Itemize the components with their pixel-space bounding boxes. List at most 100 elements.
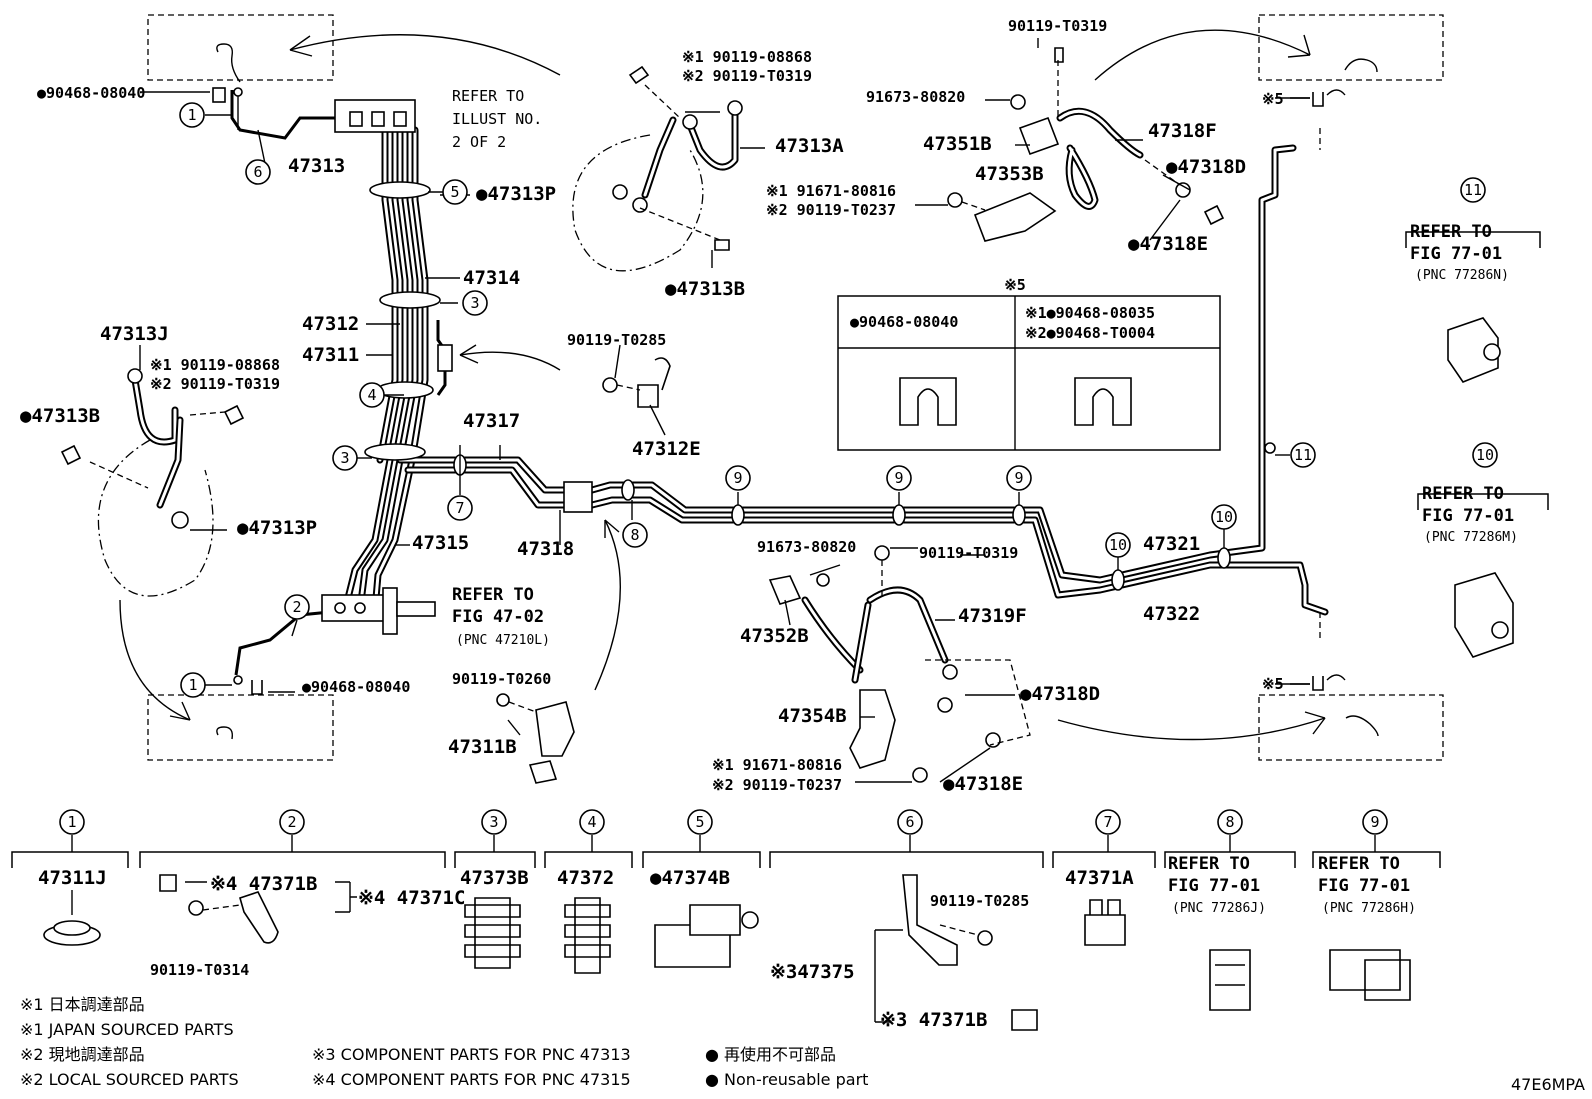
bottom-label-6-bolt: 90119-T0285 <box>930 892 1029 910</box>
bottom-callout-3: 3 <box>489 813 498 831</box>
bracket-47312e <box>602 357 671 408</box>
note-1-en: ※1 JAPAN SOURCED PARTS <box>20 1020 234 1039</box>
label-47313a: 47313A <box>775 135 844 157</box>
table-5-title: ※5 <box>1004 276 1026 294</box>
callout-3a: 3 <box>470 294 479 312</box>
callout-2: 2 <box>292 598 301 616</box>
pn-t0319-bot: 90119-T0319 <box>919 544 1018 562</box>
bottom-label-6: ※347375 <box>770 961 855 983</box>
bottom-callout-9: 9 <box>1370 813 1379 831</box>
bottom-label-9-fig: FIG 77-01 <box>1318 876 1410 896</box>
table-5-left-pn: ●90468-08040 <box>850 313 958 331</box>
pn-91673-top: 91673-80820 <box>866 88 965 106</box>
bottom-label-2-extra: ※4 47371C <box>358 887 465 909</box>
callout-3b: 3 <box>340 449 349 467</box>
bottom-label-3: 47373B <box>460 867 529 889</box>
label-47322: 47322 <box>1143 603 1200 625</box>
table-5-right-pn2: ※2●90468-T0004 <box>1025 324 1155 342</box>
detail-box-bottom-left <box>147 694 334 761</box>
note-2-en: ※2 LOCAL SOURCED PARTS <box>20 1070 239 1089</box>
callout-4: 4 <box>367 386 376 404</box>
flow-arrows <box>119 29 1326 741</box>
detail-box-bottom-right <box>1258 694 1444 761</box>
label-47319f: 47319F <box>958 605 1027 627</box>
label-47318d-bot: ●47318D <box>1020 683 1100 705</box>
bottom-label-8-fig: FIG 77-01 <box>1168 876 1260 896</box>
pipe-bundle <box>341 126 429 614</box>
refer-fig47-line2: FIG 47-02 <box>452 607 544 627</box>
pn-star5-a: ※5 <box>1262 90 1284 108</box>
callout-9c: 9 <box>1014 469 1023 487</box>
bottom-callout-4: 4 <box>587 813 596 831</box>
refer-fig47-line3: (PNC 47210L) <box>456 633 550 648</box>
hose-47319f <box>768 545 1031 783</box>
bottom-callout-2: 2 <box>287 813 296 831</box>
label-47312e: 47312E <box>632 438 701 460</box>
pn-bolt-a2: ※2 90119-T0319 <box>682 67 812 85</box>
callout-1a: 1 <box>187 106 196 124</box>
callout-6: 6 <box>253 163 262 181</box>
pn-91671-top2: ※2 90119-T0237 <box>766 201 896 219</box>
clip-top-left <box>212 87 243 130</box>
detail-box-top-left <box>147 14 334 83</box>
pn-bolt-j1: ※1 90119-08868 <box>150 356 280 374</box>
pn-clip-bl: ●90468-08040 <box>302 678 410 696</box>
callout-9a: 9 <box>733 469 742 487</box>
refer-illust-line2: ILLUST NO. <box>452 110 542 128</box>
bottom-label-8-pnc: (PNC 77286J) <box>1172 901 1266 916</box>
label-47321: 47321 <box>1143 533 1200 555</box>
pn-91671-bot2: ※2 90119-T0237 <box>712 776 842 794</box>
callout-5: 5 <box>450 183 459 201</box>
pn-t0260: 90119-T0260 <box>452 670 551 688</box>
refer-10-line3: (PNC 77286M) <box>1424 530 1518 545</box>
bottom-callout-5: 5 <box>695 813 704 831</box>
callout-10b: 10 <box>1215 508 1233 526</box>
pn-star5-b: ※5 <box>1262 675 1284 693</box>
refer-fig47-line1: REFER TO <box>452 585 534 605</box>
label-47352b: 47352B <box>740 625 809 647</box>
bottom-label-5: ●47374B <box>650 867 730 889</box>
hose-47313j <box>60 368 245 597</box>
refer-11-line1: REFER TO <box>1410 222 1492 242</box>
bottom-label-6-extra: ※3 47371B <box>880 1009 987 1031</box>
label-47314: 47314 <box>463 267 520 289</box>
bottom-callout-6: 6 <box>905 813 914 831</box>
clip-bottom-right <box>1290 674 1346 691</box>
label-47311b: 47311B <box>448 736 517 758</box>
refer-11-line2: FIG 77-01 <box>1410 244 1502 264</box>
bottom-label-7: 47371A <box>1065 867 1134 889</box>
note-4: ※4 COMPONENT PARTS FOR PNC 47315 <box>312 1070 631 1089</box>
refer-10-line2: FIG 77-01 <box>1422 506 1514 526</box>
pipe-lower-left <box>234 610 331 676</box>
pn-bolt-j2: ※2 90119-T0319 <box>150 375 280 393</box>
bottom-callout-8: 8 <box>1225 813 1234 831</box>
label-47313p-left: ●47313P <box>237 517 317 539</box>
bottom-label-2: ※4 47371B <box>210 873 317 895</box>
note-2-jp: ※2 現地調達部品 <box>20 1045 145 1064</box>
label-47313: 47313 <box>288 155 345 177</box>
refer-11-line3: (PNC 77286N) <box>1415 268 1509 283</box>
refer-10-line1: REFER TO <box>1422 484 1504 504</box>
callout-8: 8 <box>630 526 639 544</box>
label-47351b: 47351B <box>923 133 992 155</box>
label-47318f: 47318F <box>1148 120 1217 142</box>
main-labels: 47313 47314 47312 47311 47317 47315 4731… <box>20 120 1246 795</box>
clip-ref-10 <box>1417 493 1549 658</box>
distribution-block <box>334 99 416 133</box>
label-47318e-bot: ●47318E <box>943 773 1023 795</box>
label-47311: 47311 <box>302 344 359 366</box>
label-47353b: 47353B <box>975 163 1044 185</box>
bottom-callout-1: 1 <box>67 813 76 831</box>
callout-9b: 9 <box>894 469 903 487</box>
table-5: ※5 ●90468-08040 ※1●90468-08035 ※2●90468-… <box>837 276 1221 451</box>
part-number-labels: ●90468-08040 ●90468-08040 ※1 90119-08868… <box>37 17 1284 794</box>
note-nonreusable-jp: ● 再使用不可部品 <box>705 1045 836 1064</box>
callout-1b: 1 <box>188 676 197 694</box>
callout-7: 7 <box>455 499 464 517</box>
proportioning-valve <box>321 587 436 635</box>
label-47313b-top: ●47313B <box>665 278 745 300</box>
pn-t0319-top: 90119-T0319 <box>1008 17 1107 35</box>
label-47317: 47317 <box>463 410 520 432</box>
callout-11: 11 <box>1294 446 1312 464</box>
label-47354b: 47354B <box>778 705 847 727</box>
